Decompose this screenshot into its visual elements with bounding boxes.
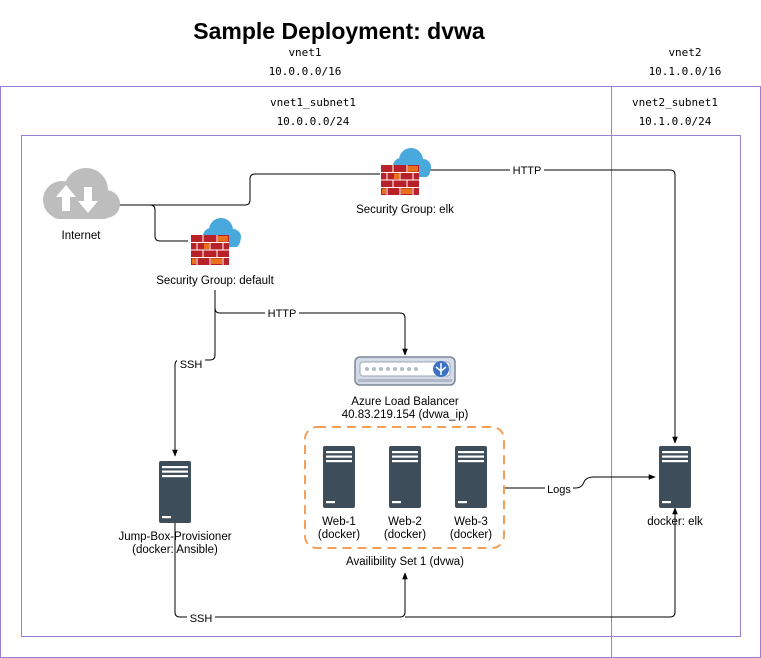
firewall-icon — [190, 217, 241, 265]
edge-label-ssh-jump: SSH — [177, 357, 205, 371]
svg-text:HTTP: HTTP — [513, 165, 542, 177]
elk-node: docker: elk — [647, 446, 703, 528]
firewall-icon — [380, 147, 431, 195]
availability-set-label: Availibility Set 1 (dvwa) — [346, 556, 464, 568]
web2-node: Web-2 (docker) — [384, 446, 426, 541]
vnet1-name: vnet1 — [288, 46, 321, 59]
server-icon — [323, 446, 355, 508]
edge-label-http-lb: HTTP — [265, 306, 299, 320]
wire-ssh-jump — [172, 290, 216, 457]
elk-label: docker: elk — [647, 516, 703, 528]
sg-elk-node: Security Group: elk — [356, 147, 454, 216]
diagram-title: Sample Deployment: dvwa — [193, 18, 485, 44]
vnet2-subnet1-zone — [611, 135, 741, 637]
web3-label-line2: (docker) — [450, 529, 492, 541]
svg-text:SSH: SSH — [190, 613, 213, 625]
edge-label-ssh-bottom: SSH — [187, 611, 215, 625]
server-icon — [659, 446, 691, 508]
vnet2-subnet1-name: vnet2_subnet1 — [632, 96, 718, 109]
vnet2-cidr: 10.1.0.0/16 — [649, 65, 722, 78]
svg-text:HTTP: HTTP — [268, 308, 297, 320]
web1-label-line1: Web-1 — [322, 516, 356, 528]
server-icon — [159, 461, 191, 523]
internet-node: Internet — [43, 168, 120, 242]
sg-elk-label: Security Group: elk — [356, 204, 454, 216]
web1-label-line2: (docker) — [318, 529, 360, 541]
wire-internet-sg-default — [119, 204, 188, 242]
jump-box-label-line2: (docker: Ansible) — [132, 544, 218, 556]
wire-ssh-availability-set — [174, 520, 408, 618]
vnet2-name: vnet2 — [668, 46, 701, 59]
vnet1-cidr: 10.0.0.0/16 — [269, 65, 342, 78]
sg-default-node: Security Group: default — [156, 217, 275, 287]
wire-internet-sg-elk — [119, 173, 380, 206]
svg-text:Logs: Logs — [547, 484, 571, 496]
load-balancer-label-line2: 40.83.219.154 (dvwa_ip) — [342, 409, 469, 421]
web2-label-line1: Web-2 — [388, 516, 422, 528]
vnet1-subnet1-cidr: 10.0.0.0/24 — [277, 115, 350, 128]
web1-node: Web-1 (docker) — [318, 446, 360, 541]
edge-label-http-top: HTTP — [510, 163, 544, 177]
vnet1-subnet1-name: vnet1_subnet1 — [270, 96, 356, 109]
web3-node: Web-3 (docker) — [450, 446, 492, 541]
load-balancer-node: Azure Load Balancer 40.83.219.154 (dvwa_… — [342, 356, 469, 421]
sg-default-label: Security Group: default — [156, 275, 274, 287]
load-balancer-label-line1: Azure Load Balancer — [351, 396, 459, 408]
server-icon — [455, 446, 487, 508]
wire-http-lb — [214, 290, 408, 356]
vnet2-zone — [611, 86, 761, 658]
wire-ssh-elk — [405, 507, 678, 618]
svg-text:SSH: SSH — [180, 359, 203, 371]
web2-label-line2: (docker) — [384, 529, 426, 541]
vnet2-subnet1-cidr: 10.1.0.0/24 — [639, 115, 712, 128]
wire-http-elk — [422, 169, 678, 444]
server-icon — [389, 446, 421, 508]
wire-logs — [505, 474, 656, 489]
load-balancer-icon — [354, 356, 456, 386]
availability-set-box — [304, 426, 505, 549]
internet-label: Internet — [62, 230, 102, 242]
web3-label-line1: Web-3 — [454, 516, 488, 528]
cloud-icon — [43, 168, 120, 219]
jump-box-label-line1: Jump-Box-Provisioner — [118, 531, 231, 543]
edge-label-logs: Logs — [545, 482, 573, 496]
jump-box-node: Jump-Box-Provisioner (docker: Ansible) — [118, 461, 232, 556]
